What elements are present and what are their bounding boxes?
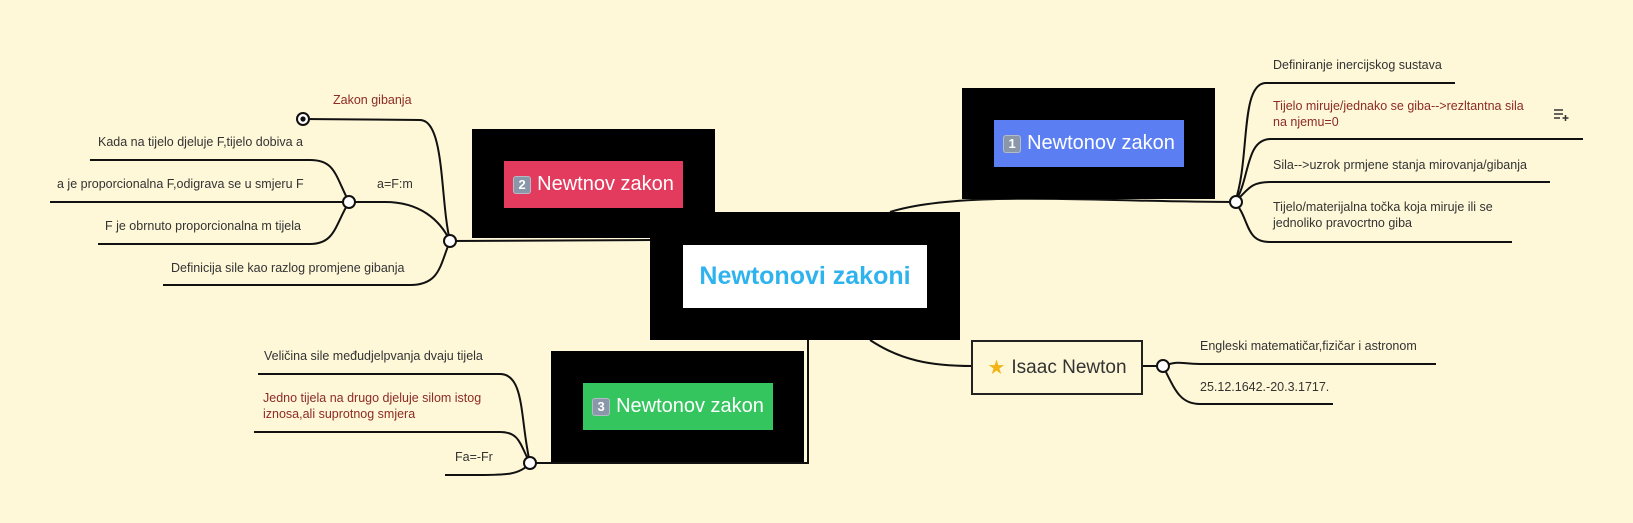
number-1-icon: 1: [1003, 134, 1022, 153]
formula-junction-node: [342, 195, 356, 209]
law1-title: Newtonov zakon: [1027, 132, 1175, 154]
isaac-newton-topic[interactable]: ★ Isaac Newton: [971, 340, 1143, 395]
law3-title: Newtonov zakon: [616, 395, 764, 417]
note-icon[interactable]: [1553, 107, 1569, 123]
law1-item-2[interactable]: Tijelo miruje/jednako se giba-->rezltant…: [1273, 99, 1524, 129]
law2-title: Newtnov zakon: [537, 173, 674, 195]
law1-item-3[interactable]: Sila-->uzrok prmjene stanja mirovanja/gi…: [1273, 158, 1527, 172]
central-topic[interactable]: Newtonovi zakoni: [683, 245, 927, 308]
law2-topic[interactable]: 2 Newtnov zakon: [504, 161, 683, 208]
number-2-icon: 2: [513, 175, 532, 194]
definicija-label[interactable]: Definicija sile kao razlog promjene giba…: [171, 261, 405, 275]
zakon-gibanja-node-dot: [300, 116, 306, 122]
law3-junction-node: [523, 456, 537, 470]
zakon-gibanja-label[interactable]: Zakon gibanja: [333, 93, 412, 107]
law1-item-1[interactable]: Definiranje inercijskog sustava: [1273, 58, 1442, 72]
law1-junction-node: [1229, 195, 1243, 209]
law2-sub-item-1[interactable]: Kada na tijelo djeluje F,tijelo dobiva a: [98, 135, 303, 149]
law3-topic[interactable]: 3 Newtonov zakon: [583, 383, 773, 430]
law1-topic[interactable]: 1 Newtonov zakon: [994, 120, 1184, 167]
newton-item-2[interactable]: 25.12.1642.-20.3.1717.: [1200, 380, 1330, 394]
star-icon: ★: [987, 357, 1006, 379]
law3-item-2[interactable]: Jedno tijela na drugo djeluje silom isto…: [263, 391, 482, 421]
law1-item-4[interactable]: Tijelo/materijalna točka koja miruje ili…: [1273, 200, 1493, 230]
law3-item-1[interactable]: Veličina sile međudjelpvanja dvaju tijel…: [264, 349, 483, 363]
law3-item-3[interactable]: Fa=-Fr: [455, 450, 493, 464]
isaac-newton-title: Isaac Newton: [1011, 356, 1127, 378]
central-title: Newtonovi zakoni: [699, 262, 911, 290]
note-icon-svg: [1554, 109, 1569, 121]
number-3-icon: 3: [592, 397, 611, 416]
law2-sub-item-2[interactable]: a je proporcionalna F,odigrava se u smje…: [57, 177, 304, 191]
law2-junction-node: [443, 234, 457, 248]
newton-junction-node: [1156, 359, 1170, 373]
newton-item-1[interactable]: Engleski matematičar,fizičar i astronom: [1200, 339, 1417, 353]
law2-sub-item-3[interactable]: F je obrnuto proporcionalna m tijela: [105, 219, 301, 233]
formula-label[interactable]: a=F:m: [377, 177, 413, 191]
